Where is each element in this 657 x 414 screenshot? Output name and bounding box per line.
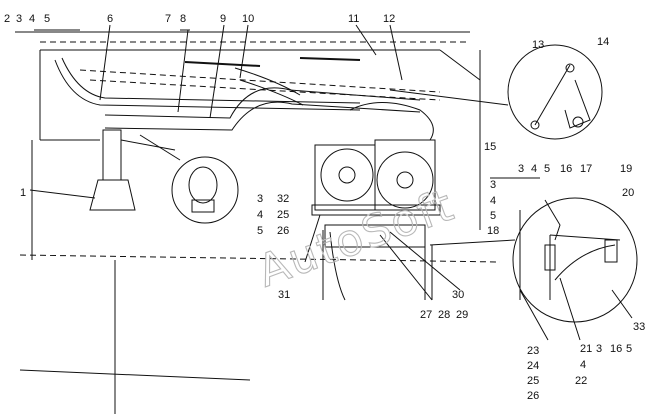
label-5d: 5 (257, 225, 263, 237)
label-3b: 3 (518, 163, 524, 175)
label-18: 18 (487, 225, 499, 237)
label-15: 15 (484, 141, 496, 153)
label-8: 8 (180, 13, 186, 25)
hopper (89, 129, 176, 211)
label-7: 7 (165, 13, 171, 25)
label-5c: 5 (490, 210, 496, 222)
label-32: 32 (277, 193, 289, 205)
label-3e: 3 (596, 343, 602, 355)
detail-circle-bottom-right (429, 197, 638, 323)
label-1: 1 (20, 187, 26, 199)
label-24: 24 (527, 360, 539, 372)
label-5: 5 (44, 13, 50, 25)
label-28: 28 (438, 309, 450, 321)
label-27: 27 (420, 309, 432, 321)
label-14: 14 (597, 36, 609, 48)
label-25b: 25 (527, 375, 539, 387)
callout-labels: 2 3 4 5 6 7 8 9 10 11 12 13 14 15 3 4 5 … (4, 13, 645, 402)
label-16: 16 (560, 163, 572, 175)
label-13: 13 (532, 39, 544, 51)
label-4c: 4 (490, 195, 496, 207)
label-4: 4 (29, 13, 35, 25)
leader-lines (29, 24, 633, 341)
label-5b: 5 (544, 163, 550, 175)
label-11: 11 (348, 13, 359, 25)
label-17: 17 (580, 163, 592, 175)
label-26: 26 (277, 225, 289, 237)
label-3: 3 (16, 13, 22, 25)
detail-circle-top-right (389, 44, 603, 140)
label-10: 10 (242, 13, 254, 25)
label-4e: 4 (580, 359, 586, 371)
label-29: 29 (456, 309, 468, 321)
label-23: 23 (527, 345, 539, 357)
upper-trough (54, 57, 441, 111)
label-21: 21 (580, 343, 592, 355)
label-3c: 3 (490, 179, 496, 191)
label-4d: 4 (257, 209, 263, 221)
detail-circle-left (139, 134, 239, 224)
frame-lines (15, 31, 501, 414)
label-9: 9 (220, 13, 226, 25)
label-20: 20 (622, 187, 634, 199)
label-25: 25 (277, 209, 289, 221)
label-3d: 3 (257, 193, 263, 205)
label-2: 2 (4, 13, 10, 25)
label-5e: 5 (626, 343, 632, 355)
label-26b: 26 (527, 390, 539, 402)
label-16b: 16 (610, 343, 622, 355)
label-12: 12 (383, 13, 395, 25)
label-33: 33 (633, 321, 645, 333)
label-30: 30 (452, 289, 464, 301)
label-4b: 4 (531, 163, 537, 175)
label-19: 19 (620, 163, 632, 175)
air-pipe (104, 67, 421, 131)
label-31: 31 (278, 289, 290, 301)
label-6: 6 (107, 13, 113, 25)
fan-assembly (311, 102, 441, 301)
label-22: 22 (575, 375, 587, 387)
